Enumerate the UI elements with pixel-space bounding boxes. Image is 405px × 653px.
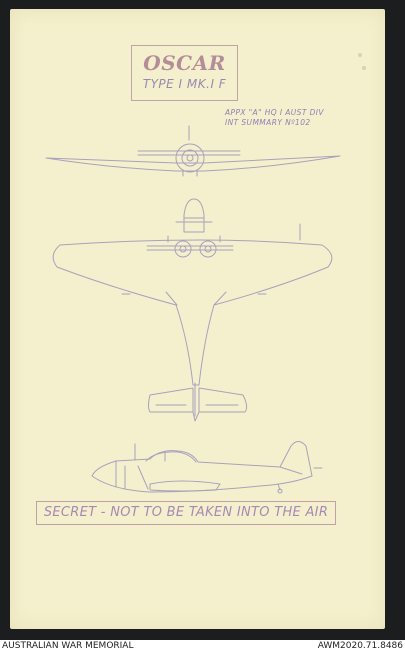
warning-label: SECRET - NOT TO BE TAKEN INTO THE AIR <box>36 501 336 525</box>
title-box: OSCAR TYPE I MK.I F <box>131 45 238 101</box>
reference-line-2: INT SUMMARY Nº102 <box>225 118 311 127</box>
footer-bar: AUSTRALIAN WAR MEMORIAL AWM2020.71.8486 <box>0 640 405 653</box>
footer-institution: AUSTRALIAN WAR MEMORIAL <box>2 641 134 651</box>
poster-subtitle: TYPE I MK.I F <box>142 77 227 91</box>
pin-hole <box>358 53 362 57</box>
front-view-drawing <box>45 125 341 177</box>
poster-sheet <box>10 9 385 629</box>
side-view-drawing <box>91 441 323 494</box>
poster-title: OSCAR <box>143 51 226 75</box>
footer-catalogue-id: AWM2020.71.8486 <box>317 641 403 651</box>
reference-line-1: APPX "A" HQ I AUST DIV <box>225 108 324 117</box>
pin-hole <box>362 66 366 70</box>
top-view-drawing <box>52 198 333 422</box>
